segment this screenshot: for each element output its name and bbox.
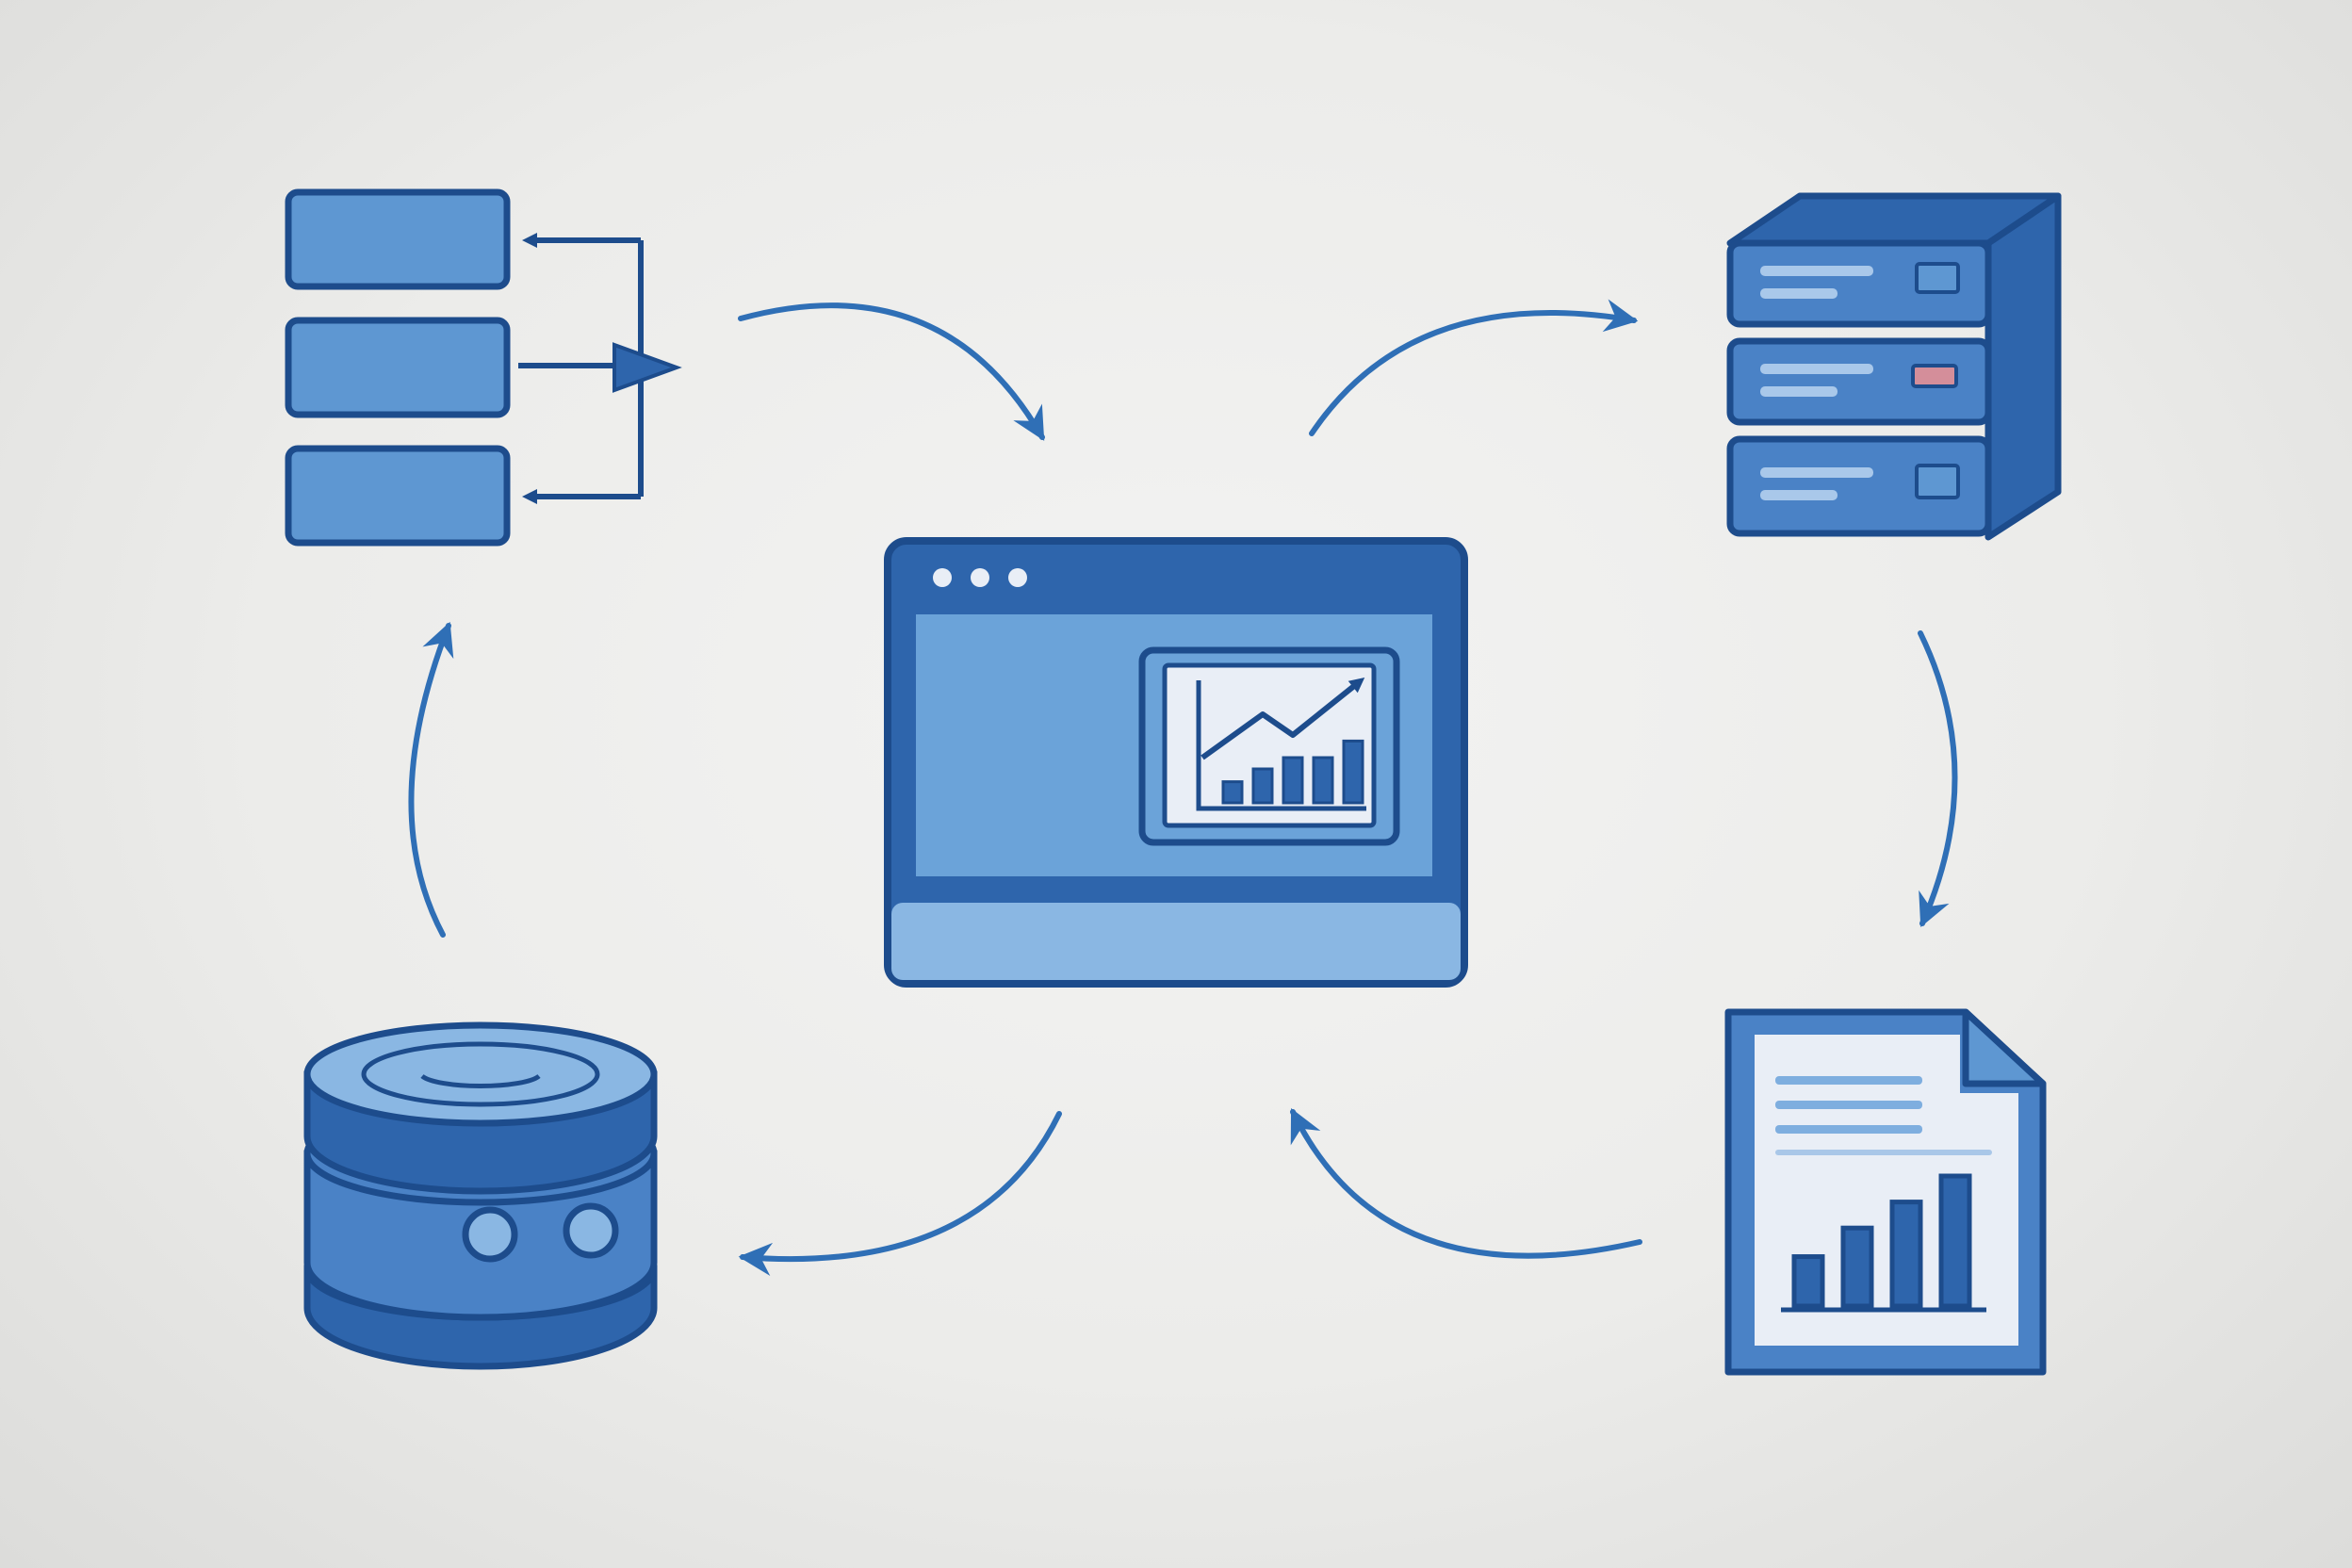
db-top-surface xyxy=(303,1021,658,1127)
window-dot-1 xyxy=(933,568,952,587)
window-dot-3 xyxy=(1008,568,1027,587)
trend-up-arrow-icon xyxy=(1200,678,1365,760)
arrow-dashboard-to-server xyxy=(1309,299,1639,436)
arrow-report-to-dashboard xyxy=(1290,1108,1642,1259)
bar-1 xyxy=(1791,1254,1825,1309)
bar-3 xyxy=(1282,756,1304,805)
bar-2 xyxy=(1251,767,1274,805)
report-document-icon xyxy=(1724,1008,2047,1376)
chart-axes xyxy=(1196,680,1366,811)
server-unit-3 xyxy=(1726,435,1992,537)
dashboard-bars xyxy=(1221,739,1364,805)
flow-arrows xyxy=(408,299,1958,1276)
server-indicator-1 xyxy=(1915,262,1960,294)
window-footer-bar xyxy=(891,903,1461,980)
arrow-server-to-report xyxy=(1918,630,1958,928)
arrow-database-to-workflow xyxy=(408,621,454,938)
server-side-face xyxy=(1984,192,2062,541)
document-fold xyxy=(1962,1008,2047,1087)
bar-4 xyxy=(1938,1173,1972,1309)
bar-1 xyxy=(1221,780,1244,805)
workflow-block-2 xyxy=(285,317,511,418)
workflow-block-3 xyxy=(285,445,511,547)
server-indicator-3 xyxy=(1915,464,1960,499)
bar-5 xyxy=(1342,739,1364,805)
arrow-workflow-to-dashboard xyxy=(738,302,1045,441)
bar-3 xyxy=(1889,1200,1923,1309)
dashboard-window-icon xyxy=(884,537,1468,988)
bar-4 xyxy=(1312,756,1334,805)
server-rack-icon xyxy=(1726,192,2062,541)
workflow-icon xyxy=(285,188,682,547)
report-bars xyxy=(1791,1173,1972,1309)
workflow-output-arrow-icon xyxy=(612,342,682,393)
database-icon xyxy=(303,1021,658,1370)
db-port-2 xyxy=(563,1202,619,1259)
bar-2 xyxy=(1840,1225,1874,1309)
db-port-1 xyxy=(462,1206,518,1263)
workflow-block-1 xyxy=(285,188,511,290)
server-unit-2 xyxy=(1726,337,1992,426)
server-indicator-2-alert xyxy=(1911,364,1958,388)
window-dot-2 xyxy=(971,568,989,587)
arrow-dashboard-to-database xyxy=(738,1111,1062,1276)
